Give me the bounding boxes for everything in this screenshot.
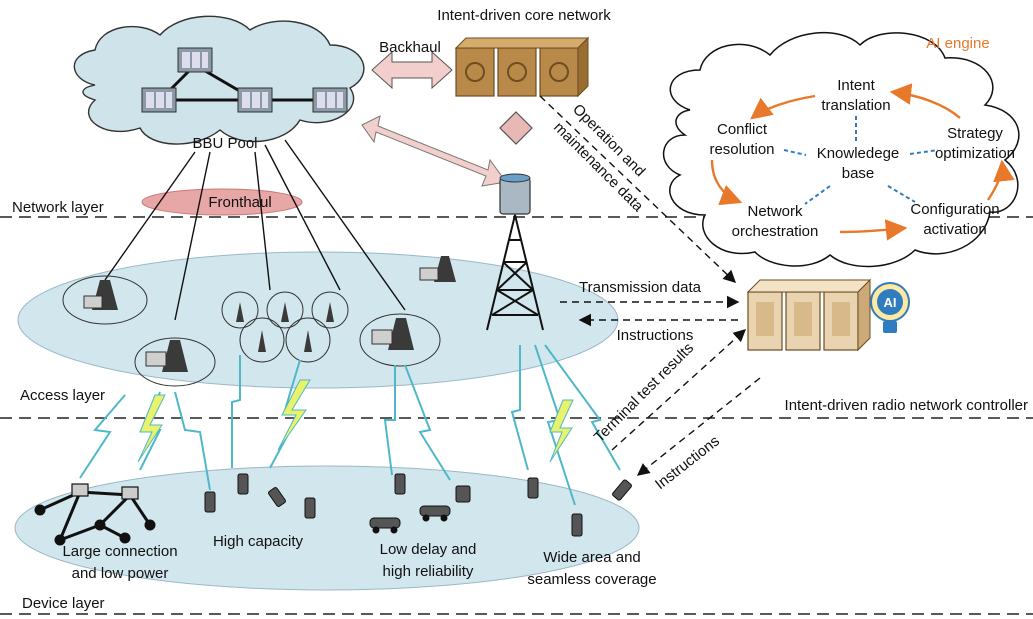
large-connection-label-2: and low power: [72, 565, 169, 582]
iot-mesh: [34, 483, 156, 546]
base-station-icons: [83, 256, 456, 372]
bbu-pool-label: BBU Pool: [192, 135, 257, 152]
device-layer-region: [14, 465, 640, 591]
strategy-label-2: optimization: [935, 145, 1015, 162]
fronthaul-label: Fronthaul: [208, 194, 271, 211]
intent-label-1: Intent: [837, 77, 875, 94]
ai-badge-label: AI: [884, 295, 897, 310]
instructions-down-label: Instructions: [652, 433, 723, 494]
conflict-label-1: Conflict: [717, 121, 768, 138]
macro-tower: [486, 214, 544, 331]
configuration-label-2: activation: [923, 221, 986, 238]
configuration-label-1: Configuration: [910, 201, 999, 218]
conflict-label-2: resolution: [709, 141, 774, 158]
ai-bulb-icon: [870, 282, 910, 333]
bbu-tower-arrow: [361, 115, 507, 187]
fronthaul-links: [104, 139, 406, 321]
wide-area-label-2: seamless coverage: [527, 571, 656, 588]
large-connection-label-1: Large connection: [62, 543, 177, 560]
core-router-icon: [499, 111, 533, 145]
network-layer-label: Network layer: [12, 199, 104, 216]
wireless-bolt-highlights: [137, 379, 574, 463]
radio-controller: [746, 278, 872, 352]
terminal-results-arrow: [611, 329, 747, 451]
ai-engine-title: AI engine: [926, 35, 989, 52]
ai-cycle-arrows: [710, 83, 1015, 241]
knowledge-links: [783, 116, 939, 205]
access-layer-label: Access layer: [20, 387, 105, 404]
instructions-label: Instructions: [617, 327, 694, 344]
ai-engine-cloud: [663, 32, 1020, 268]
backhaul-label: Backhaul: [379, 39, 441, 56]
tower-antenna: [499, 177, 531, 215]
low-delay-label-1: Low delay and: [380, 541, 477, 558]
device-layer-label: Device layer: [22, 595, 105, 612]
network-orchestration-label-2: orchestration: [732, 223, 819, 240]
backhaul-arrow: [371, 50, 453, 90]
controller-title: Intent-driven radio network controller: [785, 397, 1028, 414]
terminal-results-label: Terminal test results: [591, 339, 697, 445]
wide-area-label-1: Wide area and: [543, 549, 641, 566]
bbu-servers: [141, 47, 348, 113]
network-orchestration-label-1: Network: [747, 203, 803, 220]
vehicles: [369, 485, 471, 534]
high-capacity-label: High capacity: [213, 533, 304, 550]
instructions-down-arrow: [636, 377, 761, 476]
intent-label-2: translation: [821, 97, 890, 114]
transmission-data-label: Transmission data: [579, 279, 702, 296]
knowledge-label-1: Knowledege: [817, 145, 900, 162]
strategy-label-1: Strategy: [947, 125, 1003, 142]
core-servers: [454, 36, 590, 98]
fronthaul-ellipse: [141, 188, 303, 216]
knowledge-label-2: base: [842, 165, 875, 182]
om-data-arrow: [539, 95, 737, 283]
phones: [204, 473, 632, 537]
tower-antenna-top: [499, 173, 531, 183]
small-cells: [62, 275, 441, 387]
core-network-title: Intent-driven core network: [437, 7, 611, 24]
low-delay-label-2: high reliability: [383, 563, 474, 580]
